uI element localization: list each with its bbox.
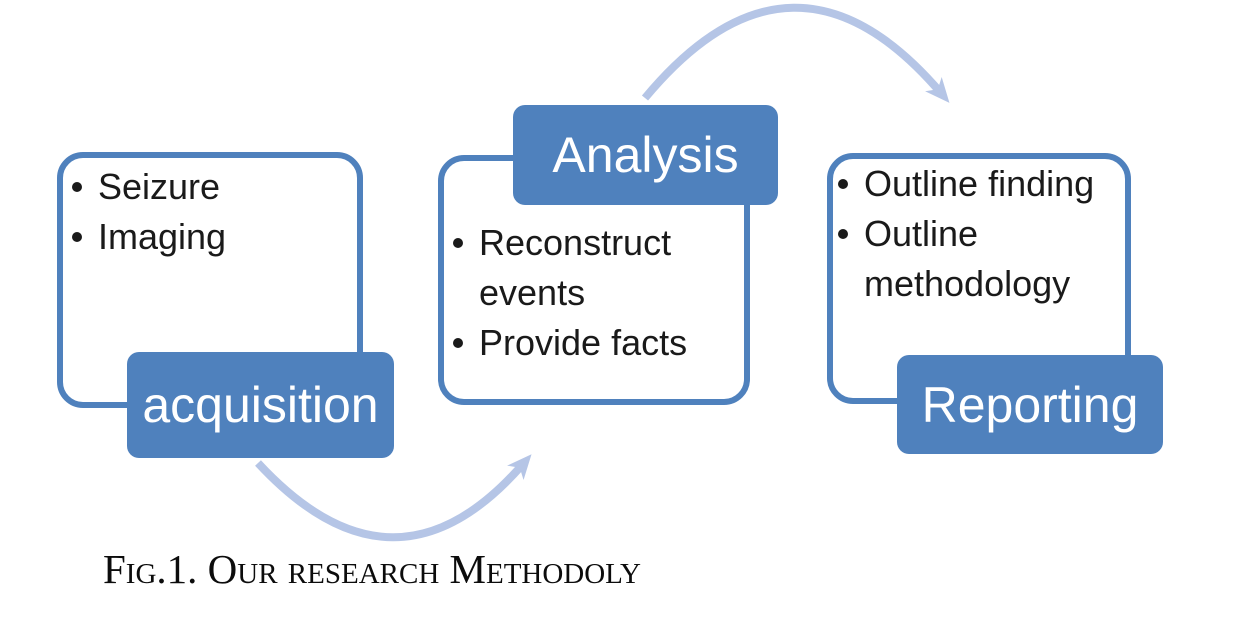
bullet-text: Reconstruct events [479,222,672,313]
bullet-text: Imaging [98,216,227,257]
bullet-dot-icon [453,338,463,348]
bullet-text: Outline finding [864,163,1095,204]
list-item: Outline finding [838,159,1120,209]
reporting-label-tab: Reporting [897,355,1163,454]
curved-arrow-analysis-to-reporting-icon [641,3,950,103]
list-item: Reconstruct events [453,218,741,318]
bullet-dot-icon [72,232,82,242]
acquisition-label-tab: acquisition [127,352,394,458]
curved-arrow-acquisition-to-analysis-icon [255,454,532,542]
bullet-text: Seizure [98,166,221,207]
bullet-text: Provide facts [479,322,688,363]
bullet-text: Outline methodology [864,213,1071,304]
list-item: Provide facts [453,318,741,368]
bullet-dot-icon [838,179,848,189]
list-item: Imaging [72,212,350,262]
figure-caption: Fig.1. Our research Methodoly [103,546,641,592]
list-item: Seizure [72,162,350,212]
analysis-label-tab: Analysis [513,105,778,205]
reporting-bullet-list: Outline finding Outline methodology [838,159,1120,309]
analysis-bullet-list: Reconstruct events Provide facts [453,218,741,368]
bullet-dot-icon [838,229,848,239]
list-item: Outline methodology [838,209,1120,309]
bullet-dot-icon [453,238,463,248]
bullet-dot-icon [72,182,82,192]
acquisition-bullet-list: Seizure Imaging [72,162,350,262]
